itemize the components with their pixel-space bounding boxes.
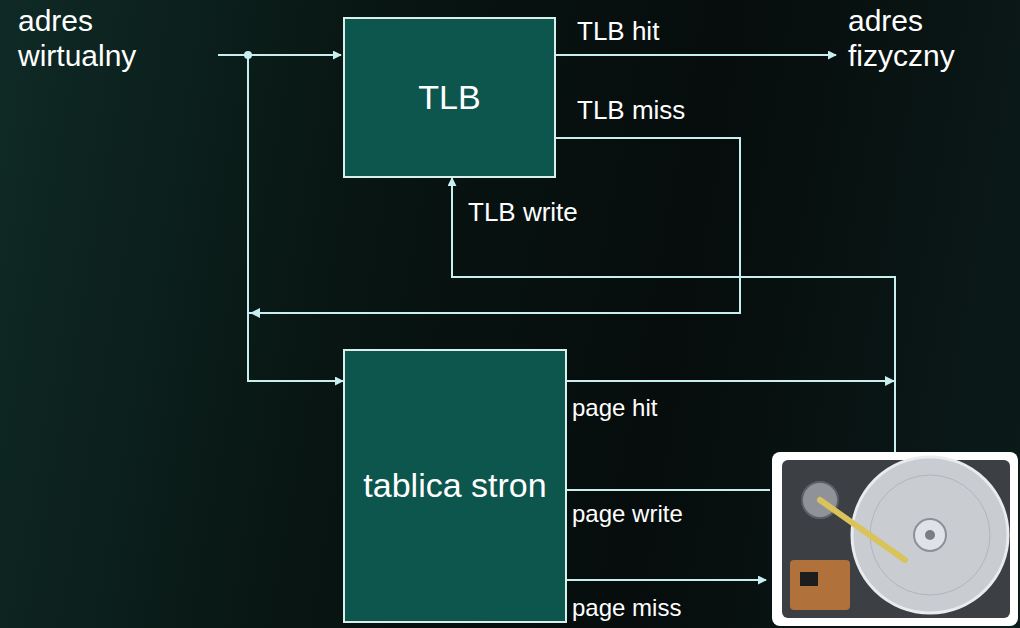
process-box: TLB bbox=[343, 17, 556, 178]
circuit-board bbox=[790, 560, 850, 610]
signal-label: adres fizyczny bbox=[848, 4, 1013, 73]
arrow-head bbox=[250, 308, 260, 318]
process-box: tablica stron bbox=[343, 349, 567, 623]
edge-label: page hit bbox=[572, 394, 657, 422]
signal-label: page miss bbox=[572, 594, 681, 622]
signal-label: TLB write bbox=[468, 198, 578, 228]
box-label: TLB bbox=[418, 78, 480, 117]
disk-platter bbox=[852, 457, 1008, 613]
chip bbox=[800, 572, 818, 586]
tlb-hit-wire bbox=[556, 54, 836, 56]
page-write-wire bbox=[559, 489, 770, 491]
page-miss-wire bbox=[556, 579, 766, 581]
junction-dot bbox=[244, 51, 252, 59]
disk-spindle bbox=[914, 519, 946, 551]
signal-label: page write bbox=[572, 500, 683, 528]
disk-hub bbox=[925, 530, 935, 540]
disk-track bbox=[870, 475, 990, 595]
edge-label: TLB miss bbox=[577, 96, 685, 126]
box-label: tablica stron bbox=[363, 466, 546, 505]
disk-frame bbox=[772, 452, 1018, 626]
head-arm bbox=[820, 500, 905, 560]
input-wire bbox=[218, 54, 341, 56]
signal-label: TLB hit bbox=[577, 17, 659, 47]
disk-to-tlb-wire bbox=[894, 381, 896, 452]
hard-disk-illustration bbox=[772, 452, 1018, 626]
arrow-head bbox=[885, 376, 895, 386]
signal-label: adres wirtualny bbox=[18, 4, 188, 73]
input-branch-wire bbox=[247, 55, 249, 313]
